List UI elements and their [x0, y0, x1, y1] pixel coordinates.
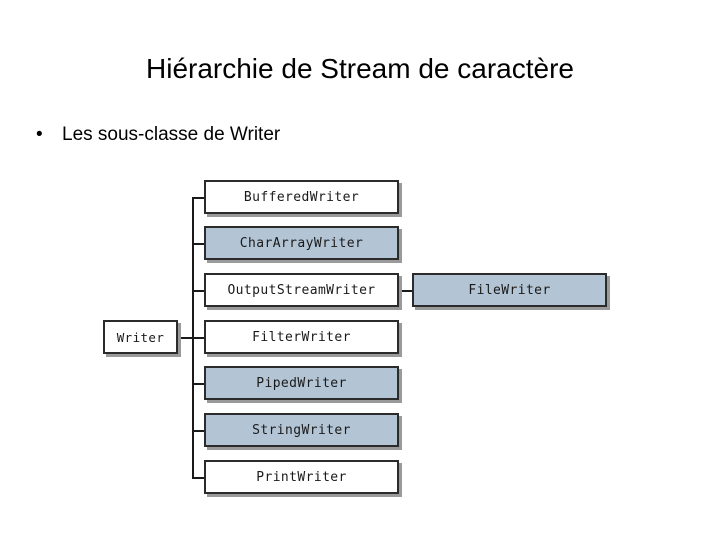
connector-stub-3 — [192, 290, 206, 292]
node-outputstreamwriter[interactable]: OutputStreamWriter — [204, 273, 399, 307]
node-bufferedwriter-label: BufferedWriter — [243, 189, 360, 205]
node-chararraywriter-label: CharArrayWriter — [239, 235, 364, 251]
node-bufferedwriter[interactable]: BufferedWriter — [204, 180, 399, 214]
node-stringwriter[interactable]: StringWriter — [204, 413, 399, 447]
connector-stub-5 — [192, 383, 206, 385]
connector-stub-1 — [192, 197, 206, 199]
node-printwriter-label: PrintWriter — [256, 469, 347, 485]
node-filewriter-label: FileWriter — [468, 282, 551, 298]
node-outputstreamwriter-label: OutputStreamWriter — [227, 282, 376, 298]
node-printwriter[interactable]: PrintWriter — [204, 460, 399, 494]
connector-stub-6 — [192, 430, 206, 432]
node-writer[interactable]: Writer — [103, 320, 178, 354]
connector-stub-4 — [192, 337, 206, 339]
bullet-list-item: • Les sous-classe de Writer — [36, 122, 280, 148]
connector-stub-2 — [192, 243, 206, 245]
connector-stub-7 — [192, 477, 206, 479]
node-pipedwriter[interactable]: PipedWriter — [204, 366, 399, 400]
node-writer-label: Writer — [116, 329, 165, 345]
page-title: Hiérarchie de Stream de caractère — [146, 53, 574, 84]
connector-outputstreamwriter-filewriter — [399, 290, 415, 292]
node-filterwriter-label: FilterWriter — [252, 329, 351, 345]
node-pipedwriter-label: PipedWriter — [256, 375, 347, 391]
bullet-item-label: Les sous-classe de Writer — [62, 124, 281, 145]
node-filewriter[interactable]: FileWriter — [412, 273, 607, 307]
node-filterwriter[interactable]: FilterWriter — [204, 320, 399, 354]
node-stringwriter-label: StringWriter — [252, 422, 351, 438]
bullet-marker-icon: • — [36, 124, 43, 145]
node-chararraywriter[interactable]: CharArrayWriter — [204, 226, 399, 260]
